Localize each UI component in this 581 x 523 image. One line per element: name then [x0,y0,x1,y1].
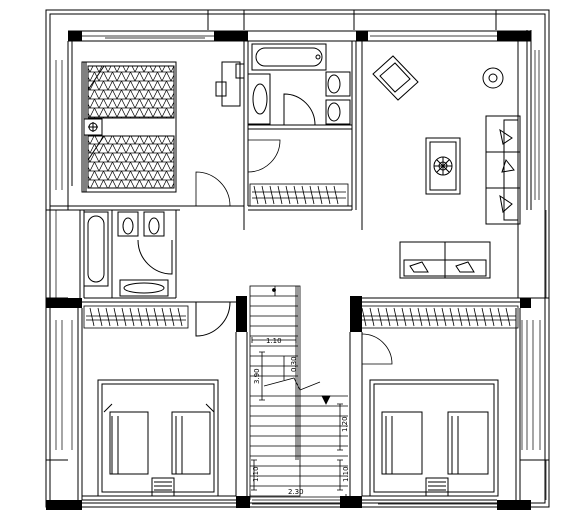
armchair-single [372,55,419,101]
double-bed-lower-left [97,379,219,497]
wardrobe-lower-left [83,305,189,329]
dim-stair-top-width: 1.10 [266,337,282,345]
coffee-table [425,137,461,195]
windows [45,35,547,505]
dim-stair-landing: 0.30 [290,356,298,372]
dim-stair-total: 2.30 [288,488,304,496]
desk-chair [215,61,245,107]
side-lamp [482,67,504,89]
wall-columns [46,31,531,510]
wardrobe-upper [249,183,349,207]
dim-stair-flight: 3.90 [253,368,261,384]
dim-right-lower: 1.10 [342,466,350,482]
wardrobe-lower-right [355,305,519,329]
double-bed-lower-right [369,379,499,497]
double-bed-upper-left [81,61,177,193]
sofa-right [485,115,521,225]
dim-right-flight: 1.20 [341,416,349,432]
sofa-bottom [399,241,491,279]
door-upper-bedroom [195,139,281,207]
dim-left-lower: 1.10 [252,466,260,482]
bathroom-lower [83,211,231,337]
staircase [249,285,348,500]
door-lower-right [361,333,393,365]
bathroom-top [247,43,351,126]
